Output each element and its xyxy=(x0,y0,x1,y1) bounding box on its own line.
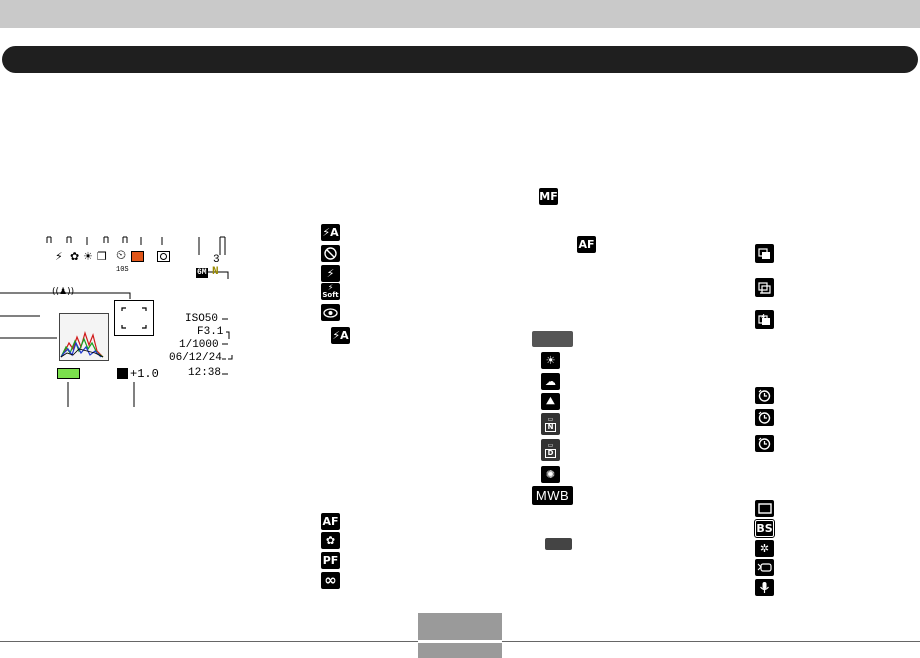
fluorescent-d-icon: ▭D xyxy=(541,439,560,461)
top-header-bar xyxy=(0,0,920,28)
macro-icon: ✿ xyxy=(70,250,80,263)
infinity-icon: ∞ xyxy=(321,572,340,589)
af-icon: AF xyxy=(321,513,340,530)
anti-shake-icon: ((♟)) xyxy=(52,287,75,297)
self-timer-1-icon xyxy=(755,387,774,404)
remaining-shots: 3 xyxy=(213,254,220,266)
self-timer-label: 10S xyxy=(116,266,129,274)
voice-recording-icon xyxy=(755,579,774,596)
flash-on-icon: ⚡ xyxy=(321,265,340,282)
continuous-shutter-icon: ❐ xyxy=(97,250,107,263)
pan-focus-icon: PF xyxy=(321,552,340,569)
tungsten-icon: ✺ xyxy=(541,466,560,483)
red-eye-reduction-icon xyxy=(321,304,340,321)
macro-focus-icon: ✿ xyxy=(321,532,340,549)
easy-mode-icon: ✲ xyxy=(755,540,774,557)
self-timer-icon: ⏲ xyxy=(116,248,127,263)
time-readout: 12:38 xyxy=(188,367,222,379)
bestshot-icon: BS xyxy=(754,519,775,538)
snapshot-icon xyxy=(755,500,774,517)
soft-flash-icon: ⚡Soft xyxy=(321,283,340,300)
high-speed-continuous-icon xyxy=(755,278,774,297)
recording-indicator-icon xyxy=(131,251,144,262)
flash-off-icon xyxy=(321,245,340,262)
aperture-readout: F3.1 xyxy=(197,326,224,338)
battery-icon xyxy=(57,368,80,379)
sun-icon: ☀ xyxy=(83,250,93,263)
self-timer-2-icon xyxy=(755,409,774,426)
callout-lines xyxy=(0,236,233,407)
self-timer-3-icon xyxy=(755,435,774,452)
ev-icon xyxy=(117,368,128,379)
metering-icon xyxy=(157,251,170,262)
flash-auto-icon: ⚡A xyxy=(321,224,340,241)
autofocus-icon: AF xyxy=(577,236,596,253)
overcast-icon: ☁ xyxy=(541,373,560,390)
page-tab-divider xyxy=(418,640,502,643)
date-readout: 06/12/24 xyxy=(169,352,222,364)
unlabeled-dark-bar xyxy=(545,538,572,550)
page-number-tab xyxy=(418,613,502,658)
monitor-display-diagram: ⚡ ✿ ☀ ❐ ⏲ 10S 6M N 3 ((♟)) ISO50 F3.1 1/… xyxy=(0,225,300,415)
continuous-icon xyxy=(755,244,774,263)
image-size: 6M xyxy=(196,268,208,278)
ev-readout: +1.0 xyxy=(130,367,159,381)
auto-wb-icon xyxy=(532,331,573,347)
manual-wb-icon: MWB xyxy=(532,486,573,505)
shutter-readout: 1/1000 xyxy=(179,339,219,351)
fluorescent-n-icon: ▭N xyxy=(541,413,560,435)
movie-icon xyxy=(755,559,774,576)
section-title-bar xyxy=(2,46,918,73)
flash-auto-small-icon: ⚡A xyxy=(331,327,350,344)
focus-frame xyxy=(114,300,154,336)
histogram xyxy=(59,313,109,361)
daylight-icon: ☀ xyxy=(541,352,560,369)
quality: N xyxy=(212,266,219,278)
shade-icon: ⛰ xyxy=(541,393,560,410)
iso-readout: ISO50 xyxy=(185,313,219,325)
flash-continuous-icon xyxy=(755,310,774,329)
manual-focus-icon: MF xyxy=(539,188,558,205)
flash-icon: ⚡ xyxy=(55,250,63,263)
